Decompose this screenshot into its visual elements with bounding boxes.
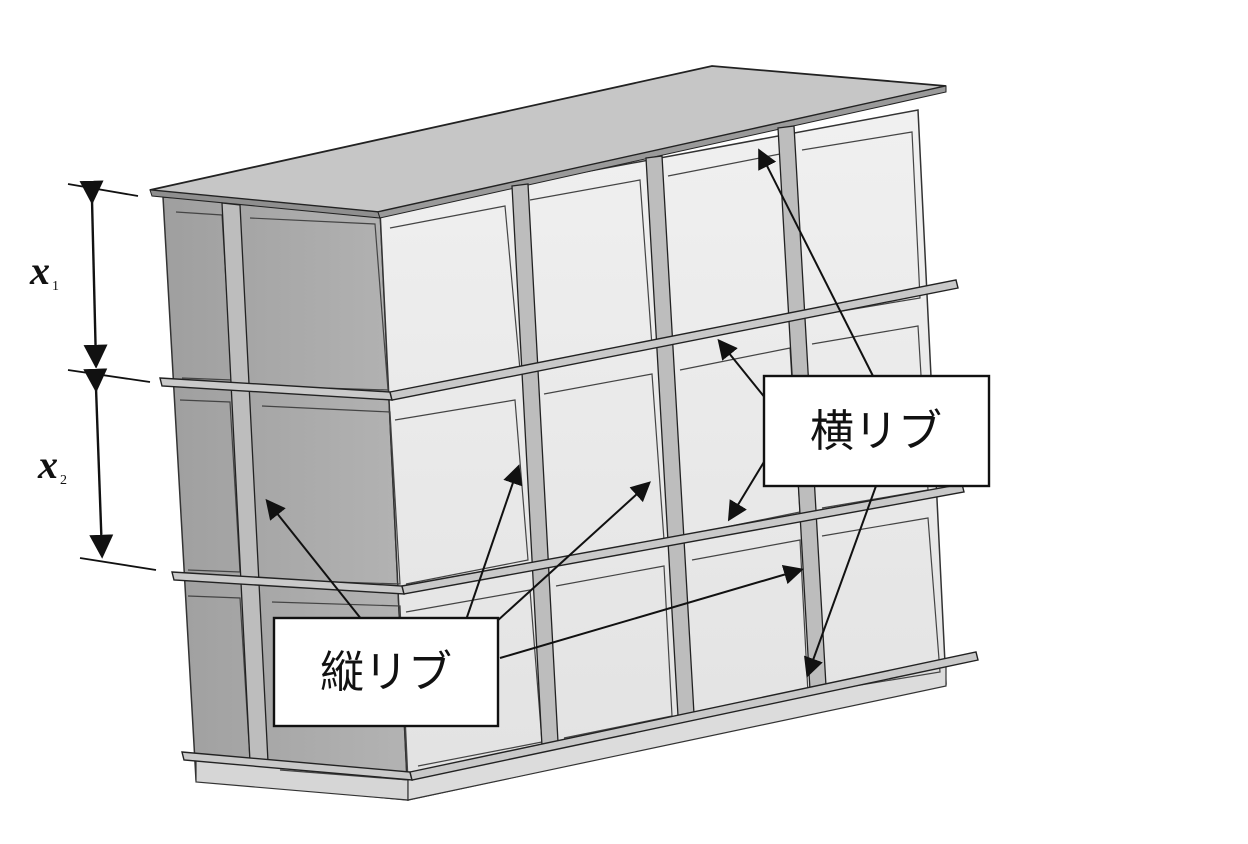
horizontal-rib-bottom-front: [409, 651, 979, 781]
callout-horizontal-ribs: 横リブ: [762, 374, 991, 488]
callout-vertical-ribs: 縦リブ: [272, 616, 500, 728]
callout-label-vertical-ribs: 縦リブ: [320, 647, 452, 698]
dimension-arrow-x1: [79, 180, 108, 369]
horizontal-rib-middle-front: [401, 483, 965, 595]
callout-arrows-vertical: [265, 464, 804, 659]
dimension-arrow-x2: [83, 368, 114, 559]
dimension-markers: [67, 180, 157, 571]
extension-line-top: [67, 183, 139, 197]
callout-box-horizontal-ribs: [762, 374, 991, 488]
callout-arrow-v3: [495, 481, 651, 623]
callout-arrow-h1: [758, 148, 875, 379]
extension-line-mid: [67, 369, 151, 383]
horizontal-ribs: [159, 279, 979, 781]
horizontal-rib-upper-front: [389, 279, 959, 401]
callout-arrow-v2: [465, 464, 523, 621]
extension-line-bottom: [79, 557, 157, 571]
callout-arrow-h2: [717, 338, 771, 405]
callout-arrow-v4: [499, 564, 804, 659]
callout-arrow-h4: [804, 485, 877, 678]
callout-box-vertical-ribs: [272, 616, 500, 728]
callout-arrow-v1: [265, 498, 363, 621]
callout-label-horizontal-ribs: 横リブ: [810, 406, 942, 457]
